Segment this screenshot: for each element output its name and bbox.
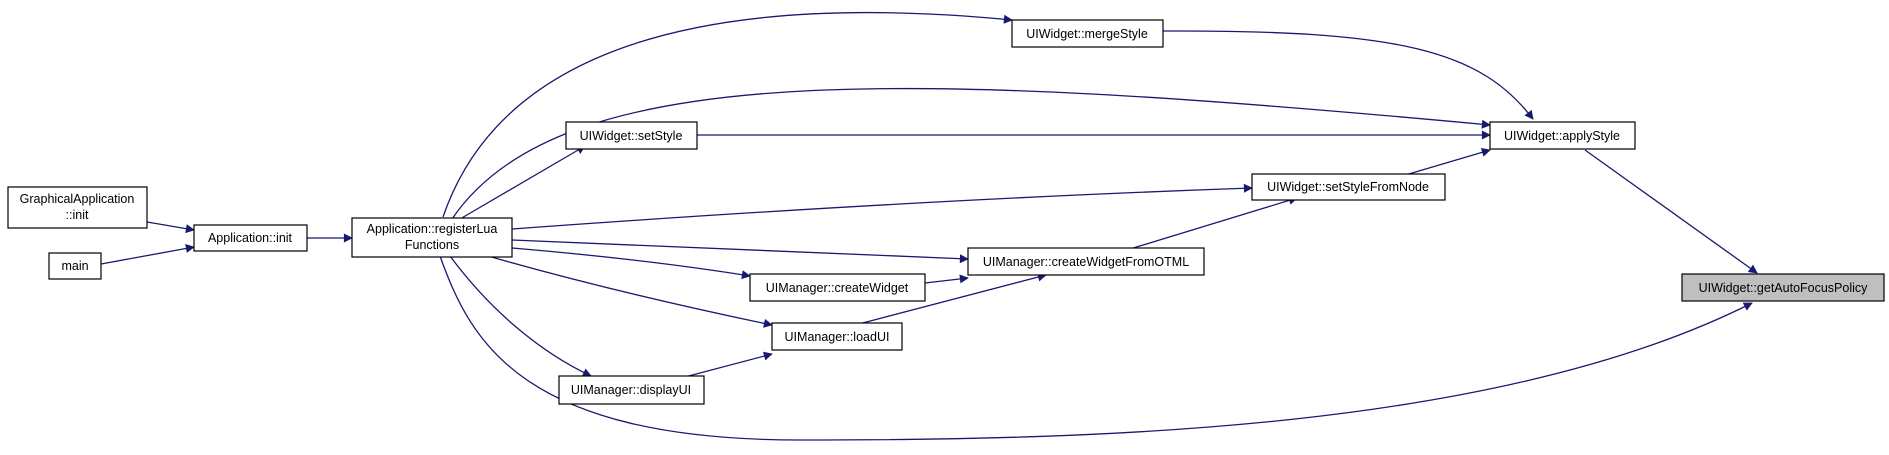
edge-registerlua-to-createwidget — [511, 247, 751, 280]
node-label-line-2: Functions — [405, 238, 459, 252]
edge-registerlua-to-setstyle — [459, 145, 586, 220]
node-label: UIManager::createWidget — [766, 281, 909, 295]
node-label: UIWidget::getAutoFocusPolicy — [1699, 281, 1869, 295]
node-uiwidget-getautofocuspolicy[interactable]: UIWidget::getAutoFocusPolicy — [1681, 273, 1885, 302]
edge-registerlua-to-applystyle — [451, 87, 1491, 220]
edge-applystyle-to-getautofocuspolicy — [1584, 149, 1758, 274]
edge-createwidget-to-createwidgetfromotml — [924, 274, 969, 284]
node-label: UIWidget::setStyleFromNode — [1267, 180, 1429, 194]
node-label: UIManager::loadUI — [785, 330, 890, 344]
node-label: UIWidget::mergeStyle — [1026, 27, 1148, 41]
edge-registerlua-to-displayui — [449, 255, 592, 377]
edge-registerlua-to-setstylefromnode — [511, 183, 1253, 230]
edge-registerlua-to-getautofocuspolicy — [439, 255, 1753, 441]
node-graphicalapplication-init[interactable]: GraphicalApplication ::init — [7, 186, 148, 229]
node-main[interactable]: main — [48, 252, 102, 280]
node-label: UIWidget::applyStyle — [1504, 129, 1620, 143]
node-application-init[interactable]: Application::init — [193, 224, 308, 252]
node-uimanager-loadui[interactable]: UIManager::loadUI — [771, 322, 903, 351]
node-label: UIManager::displayUI — [571, 383, 691, 397]
edge-registerlua-to-loadui — [487, 255, 773, 328]
node-label-line-1: GraphicalApplication — [20, 192, 135, 206]
node-label: UIWidget::setStyle — [580, 129, 683, 143]
node-label-line-2: ::init — [66, 208, 89, 222]
edge-createwidgetfromotml-to-setstylefromnode — [1129, 196, 1298, 250]
edge-loadui-to-createwidgetfromotml — [854, 272, 1047, 326]
node-label: main — [61, 259, 88, 273]
node-uimanager-createwidget[interactable]: UIManager::createWidget — [749, 273, 926, 302]
edge-registerlua-to-mergestyle — [442, 11, 1013, 218]
edge-graphicalapp-to-appinit — [146, 221, 195, 234]
edge-registerlua-to-createwidgetfromotml — [511, 239, 969, 264]
edge-displayui-to-loadui — [680, 351, 773, 379]
edge-setstylefromnode-to-applystyle — [1401, 147, 1491, 177]
node-uiwidget-applystyle[interactable]: UIWidget::applyStyle — [1489, 121, 1636, 150]
node-uiwidget-setstylefromnode[interactable]: UIWidget::setStyleFromNode — [1251, 173, 1446, 201]
node-uimanager-displayui[interactable]: UIManager::displayUI — [558, 375, 705, 405]
node-uimanager-createwidgetfromotml[interactable]: UIManager::createWidgetFromOTML — [967, 247, 1205, 276]
node-application-registerluafunctions[interactable]: Application::registerLua Functions — [351, 217, 513, 258]
node-label-line-1: Application::registerLua — [367, 222, 498, 236]
node-label: Application::init — [208, 231, 293, 245]
edge-mergestyle-to-applystyle — [1162, 30, 1534, 120]
node-uiwidget-setstyle[interactable]: UIWidget::setStyle — [565, 121, 698, 150]
node-label: UIManager::createWidgetFromOTML — [983, 255, 1189, 269]
node-uiwidget-mergestyle[interactable]: UIWidget::mergeStyle — [1011, 19, 1164, 48]
edge-main-to-appinit — [100, 244, 195, 265]
